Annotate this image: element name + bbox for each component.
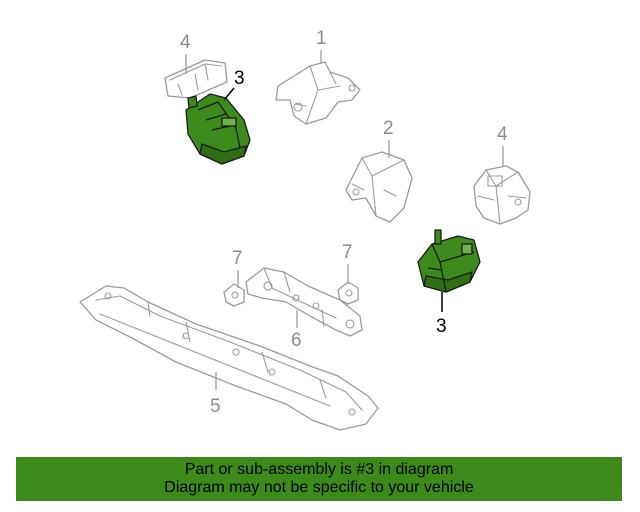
part-4-mount-right[interactable] <box>473 165 531 225</box>
parts-diagram: 4 1 3 2 4 7 7 3 6 5 <box>79 28 531 431</box>
callout-3-left: 3 <box>234 68 245 89</box>
info-banner: Part or sub-assembly is #3 in diagram Di… <box>16 457 622 501</box>
part-1-bracket[interactable] <box>275 61 361 125</box>
callout-1: 1 <box>316 28 327 49</box>
part-7-washer-right[interactable] <box>337 281 359 305</box>
part-5-crossmember[interactable] <box>79 285 379 431</box>
callout-5: 5 <box>210 396 221 417</box>
banner-line-disclaimer: Diagram may not be specific to your vehi… <box>164 479 474 496</box>
callout-4-right: 4 <box>497 124 508 145</box>
part-6-bracket[interactable] <box>245 267 363 337</box>
callout-7-right: 7 <box>342 242 353 263</box>
part-2-bracket[interactable] <box>345 151 413 223</box>
leader-lines <box>185 50 504 390</box>
part-7-washer-left[interactable] <box>223 283 245 307</box>
callout-2: 2 <box>383 118 394 139</box>
callout-4-left: 4 <box>180 32 191 53</box>
callout-6: 6 <box>291 330 302 351</box>
callout-7-left: 7 <box>232 248 243 269</box>
part-4-pad-left[interactable] <box>164 59 228 99</box>
part-3-mount-left[interactable] <box>185 93 251 165</box>
banner-line-part: Part or sub-assembly is #3 in diagram <box>184 461 454 478</box>
callout-3-right: 3 <box>436 316 447 337</box>
part-3-mount-right[interactable] <box>417 229 481 293</box>
